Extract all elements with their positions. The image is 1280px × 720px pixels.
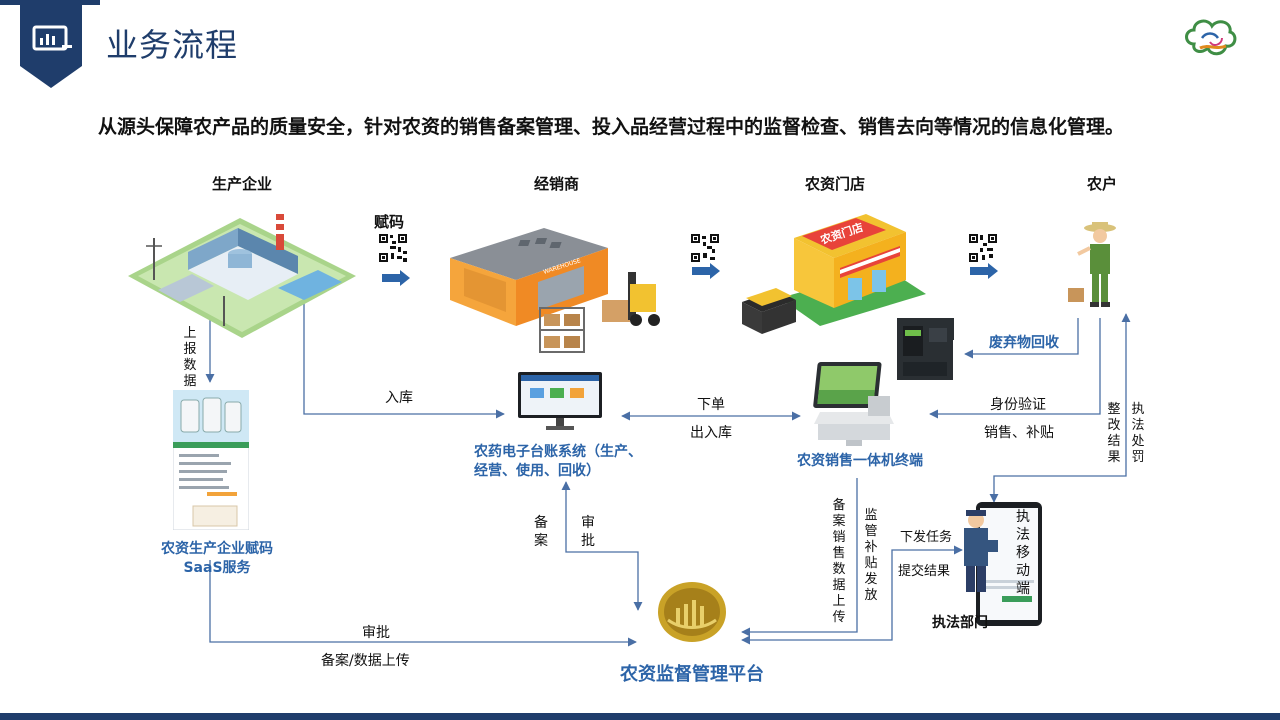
brand-logo bbox=[1185, 19, 1237, 56]
recycle-machine-illustration bbox=[897, 318, 953, 380]
label-assign-task: 下发任务 bbox=[900, 530, 953, 545]
label-inbound: 入库 bbox=[385, 390, 413, 406]
node-sales-terminal: 农资销售一体机终端 bbox=[797, 453, 923, 469]
node-law-department: 执法部门 bbox=[932, 615, 988, 631]
label-sales-subsidy: 销售、补贴 bbox=[984, 425, 1054, 441]
node-ledger-system: 农药电子台账系统（生产、经营、使用、回收） bbox=[474, 444, 642, 479]
saas-phone-screenshot bbox=[173, 390, 249, 530]
label-waste-recycle: 废弃物回收 bbox=[989, 335, 1059, 351]
law-enforcement-illustration bbox=[964, 502, 1042, 626]
label-filing: 备案 bbox=[534, 515, 548, 549]
label-sales-data-upload: 备案销售数据上传 bbox=[832, 498, 846, 625]
label-subsidy-release: 监管补贴发放 bbox=[864, 508, 878, 603]
factory-illustration bbox=[128, 214, 356, 338]
column-producer: 生产企业 bbox=[212, 175, 273, 193]
connector-inbound bbox=[303, 300, 505, 419]
arrow-right-icon bbox=[692, 263, 720, 279]
label-enforce-punish: 执法处罚 bbox=[1131, 402, 1145, 465]
page-title: 业务流程 bbox=[106, 26, 239, 64]
label-rectify-result: 整改结果 bbox=[1107, 402, 1121, 465]
column-farmer: 农户 bbox=[1087, 175, 1118, 193]
connector-filing-upload bbox=[209, 560, 637, 647]
ledger-monitor-illustration bbox=[518, 372, 602, 430]
connector-enforce bbox=[989, 313, 1131, 503]
column-dealer: 经销商 bbox=[534, 175, 580, 193]
label-approve-vertical: 审批 bbox=[581, 515, 595, 549]
connector-task bbox=[741, 545, 963, 645]
arrow-right-icon bbox=[970, 263, 998, 279]
page-subtitle: 从源头保障农产品的质量安全，针对农资的销售备案管理、投入品经营过程中的监督检查、… bbox=[98, 116, 1125, 138]
label-in-out-stock: 出入库 bbox=[690, 425, 732, 441]
label-identity-verify: 身份验证 bbox=[990, 397, 1046, 413]
warehouse-illustration: WAREHOUSE bbox=[450, 228, 660, 353]
connector-approve bbox=[561, 481, 643, 611]
bottom-accent-bar bbox=[0, 713, 1280, 720]
header-ribbon bbox=[20, 0, 82, 88]
node-supervision-platform: 农资监督管理平台 bbox=[620, 664, 764, 685]
label-approve-horizontal: 审批 bbox=[362, 625, 390, 641]
label-order: 下单 bbox=[697, 397, 725, 413]
label-report-data: 上报数据 bbox=[183, 326, 197, 389]
qr-code-icon bbox=[378, 233, 408, 263]
label-fuma: 赋码 bbox=[374, 213, 405, 231]
qr-code-icon bbox=[968, 233, 998, 263]
arrow-right-icon bbox=[382, 270, 410, 286]
node-saas-service: 农资生产企业赋码SaaS服务 bbox=[161, 541, 273, 576]
pos-terminal-illustration bbox=[813, 362, 894, 446]
label-filing-data-upload: 备案/数据上传 bbox=[321, 653, 410, 669]
column-store: 农资门店 bbox=[805, 175, 866, 193]
farmer-illustration bbox=[1068, 222, 1116, 307]
qr-code-icon bbox=[690, 233, 720, 263]
platform-emblem bbox=[658, 582, 726, 642]
label-submit-result: 提交结果 bbox=[898, 564, 951, 579]
label-law-mobile: 执法移动端 bbox=[1016, 509, 1030, 597]
presentation-chart-icon bbox=[32, 25, 72, 51]
